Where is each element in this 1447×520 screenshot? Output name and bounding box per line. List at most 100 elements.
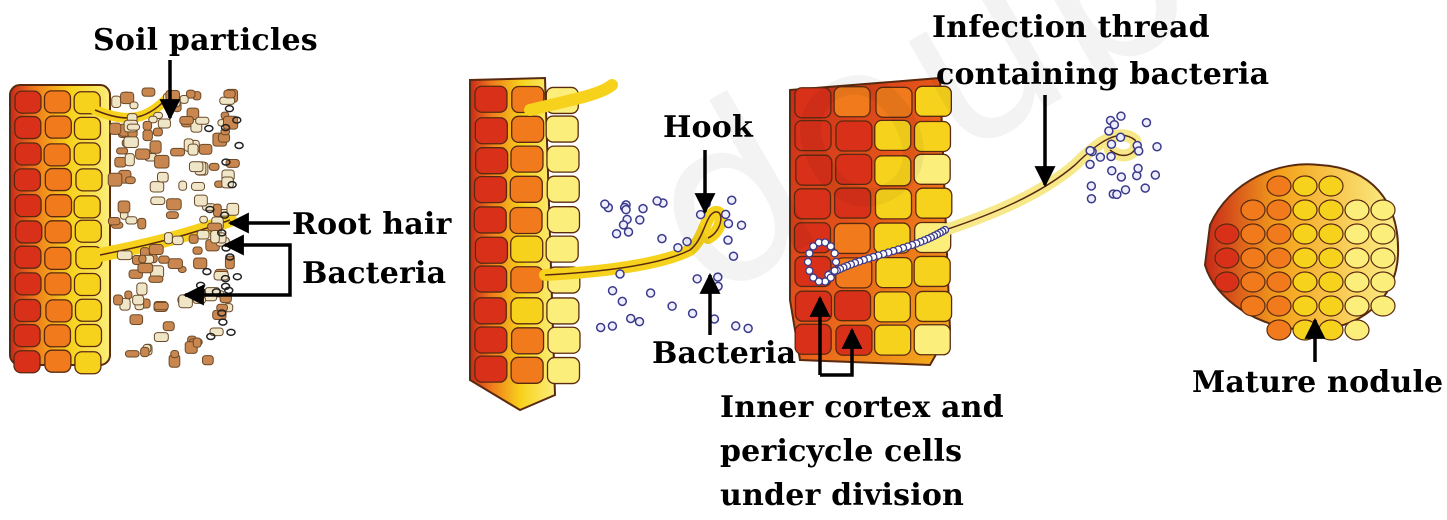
- soil-particle: [150, 182, 164, 192]
- cell: [45, 116, 71, 138]
- cell: [14, 351, 40, 373]
- nodule-cell: [1241, 272, 1265, 292]
- label-hook: Hook: [663, 113, 753, 143]
- nodule-cell: [1319, 248, 1343, 268]
- cell: [796, 155, 832, 185]
- soil-particle: [125, 154, 134, 166]
- bacterium: [722, 210, 730, 218]
- soil-particle: [188, 144, 198, 155]
- cell: [511, 357, 543, 383]
- nodule-cell: [1293, 200, 1317, 220]
- soil-particle: [133, 295, 144, 305]
- label-bacteria-1: Bacteria: [302, 259, 446, 289]
- bacterium: [227, 329, 235, 335]
- soil-particle: [153, 128, 162, 136]
- thread-bacterium: [831, 250, 838, 257]
- bacterium: [1117, 133, 1125, 141]
- label-root-hair: Root hair: [292, 210, 452, 240]
- soil-particle: [136, 149, 150, 159]
- bacterium: [693, 275, 701, 283]
- bacterium: [724, 220, 732, 228]
- soil-particle: [124, 137, 138, 148]
- soil-particle: [137, 283, 147, 295]
- soil-particle: [125, 351, 139, 357]
- soil-particle: [158, 172, 169, 182]
- thread-bacterium: [806, 250, 813, 257]
- cell: [14, 325, 40, 347]
- nodule-cell: [1319, 272, 1343, 292]
- cell: [475, 237, 507, 263]
- cell: [512, 116, 544, 142]
- soil-particle: [142, 88, 155, 96]
- cell: [475, 327, 507, 353]
- bacterium: [225, 106, 233, 112]
- bacterium: [724, 236, 732, 244]
- cell: [510, 208, 542, 234]
- cell: [45, 169, 71, 191]
- cell: [15, 300, 41, 322]
- soil-particle: [180, 117, 194, 125]
- soil-particle: [117, 148, 128, 154]
- cell: [45, 247, 71, 269]
- cell: [512, 328, 544, 354]
- bacterium: [689, 309, 697, 317]
- soil-particle: [180, 96, 188, 104]
- cell: [546, 116, 578, 142]
- cell: [475, 86, 507, 112]
- cell: [836, 154, 872, 184]
- soil-particle: [209, 163, 219, 170]
- panel-3-root: [790, 78, 1161, 365]
- cell: [15, 91, 41, 113]
- cell: [836, 325, 872, 355]
- bacterium: [616, 270, 624, 278]
- cell: [44, 91, 70, 113]
- bacterium: [635, 318, 643, 326]
- cell: [875, 189, 911, 219]
- soil-particle: [149, 276, 163, 282]
- nodule-cell: [1241, 248, 1265, 268]
- cell: [547, 207, 579, 233]
- bacterium: [647, 289, 655, 297]
- soil-particle: [143, 130, 152, 140]
- soil-particle: [138, 218, 146, 228]
- cell: [836, 121, 872, 151]
- cell: [74, 273, 100, 295]
- cell: [15, 246, 41, 268]
- soil-particle: [125, 291, 132, 299]
- soil-particle: [179, 181, 187, 190]
- soil-particle: [127, 124, 139, 130]
- soil-particle: [112, 96, 121, 107]
- soil-particle: [192, 183, 205, 191]
- label-mature-nodule: Mature nodule: [1192, 368, 1443, 398]
- bacterium: [609, 287, 617, 295]
- bacterium: [714, 282, 722, 290]
- bacterium: [1134, 164, 1142, 172]
- bacterium: [1107, 140, 1115, 148]
- bacterium: [639, 205, 647, 213]
- soil-particle: [155, 155, 169, 168]
- nodule-cell: [1293, 272, 1317, 292]
- nodule-cell: [1345, 272, 1369, 292]
- soil-particle: [202, 356, 213, 365]
- bacterium: [627, 315, 635, 323]
- bacterium: [668, 302, 676, 310]
- bacterium: [658, 235, 666, 243]
- bacterium: [1151, 171, 1159, 179]
- nodule-cell: [1293, 224, 1317, 244]
- cell: [476, 148, 508, 174]
- bacterium: [597, 323, 605, 331]
- thread-bacterium: [806, 267, 813, 274]
- bacterium: [1087, 195, 1095, 203]
- thread-bacterium: [831, 267, 838, 274]
- soil-particle: [200, 216, 208, 223]
- cell: [511, 267, 543, 293]
- cell: [474, 207, 506, 233]
- bacterium: [622, 206, 630, 214]
- soil-particle: [193, 247, 202, 254]
- bacterium: [625, 228, 633, 236]
- thread-bacterium: [810, 274, 817, 281]
- arrow-bacteria-1a: [225, 245, 290, 258]
- cell: [835, 291, 871, 321]
- cell: [511, 236, 543, 262]
- bacterium: [1096, 153, 1104, 161]
